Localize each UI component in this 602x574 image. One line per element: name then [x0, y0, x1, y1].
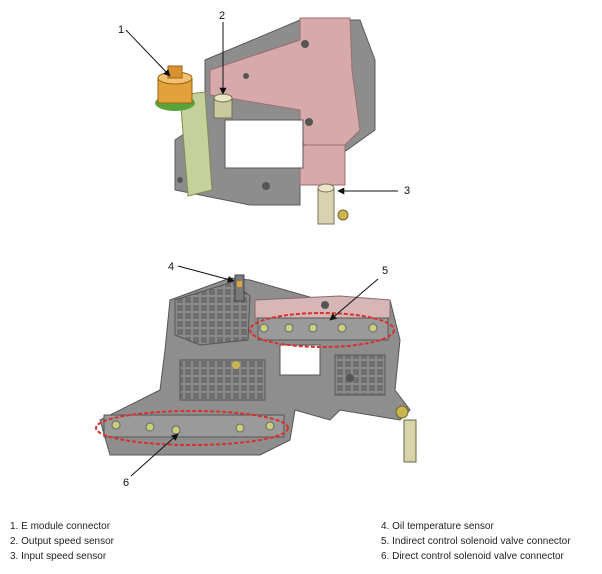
- mount-hole: [346, 374, 354, 382]
- bottom-assembly: [99, 274, 417, 463]
- mount-hole: [177, 177, 183, 183]
- callout-5: 5: [329, 265, 388, 321]
- legend-item: 4. Oil temperature sensor: [381, 521, 494, 532]
- mount-hole: [301, 40, 309, 48]
- highlight-direct-solenoid: [95, 410, 289, 446]
- legend-item: 5. Indirect control solenoid valve conne…: [381, 536, 571, 547]
- sensor-assembly-diagram: 1 2 3: [95, 10, 417, 489]
- mount-hole: [232, 361, 240, 369]
- legend-item: 3. Input speed sensor: [10, 551, 107, 562]
- svg-text:3: 3: [404, 185, 410, 197]
- svg-text:6: 6: [123, 477, 129, 489]
- bottom-grid-lower: [179, 359, 266, 401]
- top-pink-arm: [299, 144, 346, 186]
- callout-3: 3: [337, 185, 410, 197]
- legend-item: 2. Output speed sensor: [10, 536, 114, 547]
- top-green-board: [179, 91, 213, 197]
- top-window-cutout: [224, 119, 304, 169]
- mount-hole: [243, 73, 249, 79]
- svg-text:5: 5: [382, 265, 388, 277]
- bottom-grid-right: [334, 354, 386, 396]
- bottom-sensor-shaft: [395, 405, 417, 463]
- input-speed-sensor: [317, 183, 349, 225]
- svg-text:2: 2: [219, 10, 225, 22]
- mount-hole: [321, 301, 329, 309]
- legend-left: 1. E module connector 2. Output speed se…: [10, 519, 114, 564]
- legend-right: 4. Oil temperature sensor 5. Indirect co…: [381, 519, 571, 564]
- top-assembly: [155, 17, 376, 225]
- direct-solenoid-connectors: [103, 414, 285, 438]
- highlight-indirect-solenoid: [249, 312, 395, 348]
- indirect-solenoid-connectors: [257, 317, 389, 341]
- legend-item: 6. Direct control solenoid valve connect…: [381, 551, 564, 562]
- e-module-connector: [155, 65, 195, 111]
- output-speed-sensor: [213, 93, 233, 119]
- callout-1: 1: [118, 24, 171, 77]
- svg-text:1: 1: [118, 24, 124, 36]
- mount-hole: [262, 182, 270, 190]
- svg-text:4: 4: [168, 261, 174, 273]
- callout-4: 4: [168, 261, 235, 283]
- bottom-opening: [279, 344, 321, 376]
- mount-hole: [305, 118, 313, 126]
- callout-6: 6: [123, 433, 179, 489]
- oil-temperature-sensor: [234, 274, 245, 302]
- legend-item: 1. E module connector: [10, 521, 111, 532]
- callout-2: 2: [219, 10, 227, 95]
